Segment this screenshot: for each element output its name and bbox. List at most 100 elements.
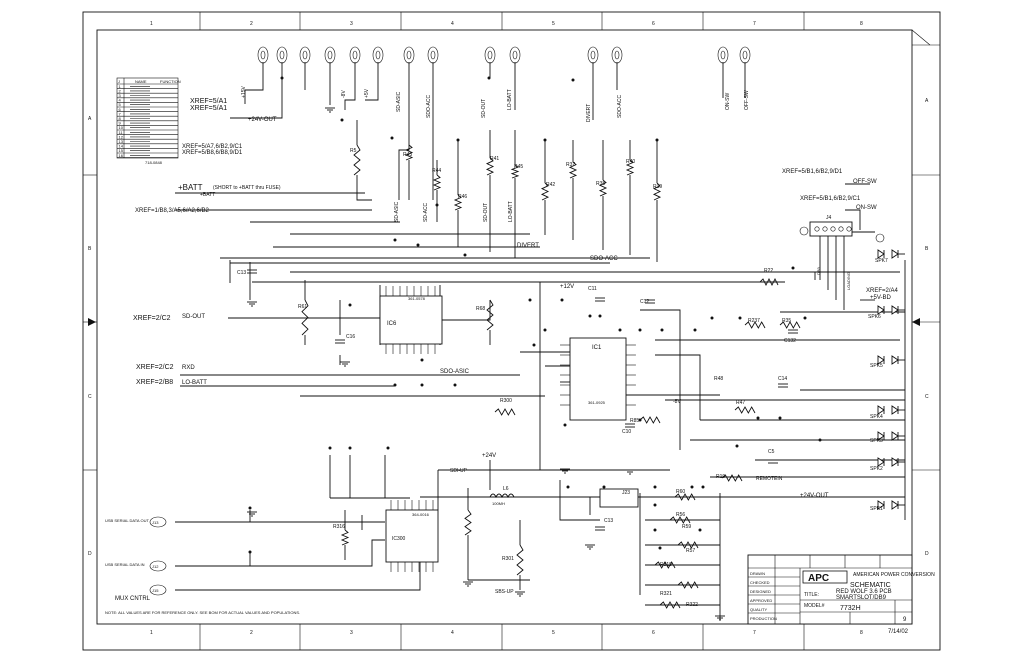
pin-number: 9 <box>119 121 122 126</box>
row-label: A <box>925 98 929 104</box>
r300-label: R300 <box>500 398 512 404</box>
tb-row-checked: CHECKED <box>750 580 770 585</box>
c16-label: C16 <box>346 334 355 340</box>
spk1-label: SPK1 <box>870 506 883 512</box>
spk6-label: SPK6 <box>868 314 881 320</box>
model-field-label: MODEL# <box>804 603 825 609</box>
ic6-chip: IC6 361-0578 <box>379 295 443 345</box>
connector-pin-table: J NAME FUNCTION 12345678910111213141516 … <box>116 77 181 165</box>
svg-text:-8V: -8V <box>341 90 347 98</box>
connector-pin-inner <box>375 50 381 60</box>
j23-label: J23 <box>622 490 630 496</box>
r35-label: R35 <box>782 318 791 324</box>
c13-label: C13 <box>237 270 246 276</box>
connector-pin-inner <box>430 50 436 60</box>
connector-pin <box>299 46 311 64</box>
test-point <box>456 138 460 142</box>
test-point <box>602 485 606 489</box>
c13b-label: C13 <box>604 518 613 524</box>
ic1-label: IC1 <box>592 345 602 351</box>
connector-pin <box>739 46 751 64</box>
connector-pin-inner <box>406 50 412 60</box>
off-sw-label: OFF-SW <box>853 179 877 185</box>
connector-pin <box>509 46 521 64</box>
r237-label: R237 <box>748 318 760 324</box>
connector-pin <box>257 46 269 64</box>
capacitors <box>247 269 798 531</box>
test-point <box>690 485 694 489</box>
r37-label: R37 <box>566 162 575 168</box>
col-label: 6 <box>652 21 655 27</box>
connector-pin-inner <box>279 50 285 60</box>
logo-text: APC <box>808 573 829 584</box>
diode-icon <box>877 431 885 441</box>
test-point <box>248 550 252 554</box>
j12-label: J12 <box>152 564 159 569</box>
col-label: 8 <box>860 21 863 27</box>
svg-text:LO-BATT: LO-BATT <box>507 89 513 110</box>
col-label: 3 <box>350 630 353 636</box>
title-block: APC AMERICAN POWER CONVERSION SCHEMATIC … <box>747 554 935 635</box>
c5-label: C5 <box>768 449 775 455</box>
diode-icon <box>891 355 899 365</box>
test-point <box>693 328 697 332</box>
loading-label: LOADING <box>846 272 851 290</box>
lo-batt-label: LO-BATT <box>182 380 207 386</box>
r39-label: R39 <box>653 184 662 190</box>
resistor-symbol <box>639 416 661 424</box>
sd-out-v-label: SD-OUT <box>483 203 489 222</box>
resistor-symbol <box>404 144 414 161</box>
ic300-label: IC300 <box>392 536 406 542</box>
connector-pin-inner <box>512 50 518 60</box>
test-point <box>701 485 705 489</box>
test-point <box>386 446 390 450</box>
resistor-symbol <box>779 321 801 329</box>
col-label: 1 <box>150 630 153 636</box>
resistor-symbol <box>598 179 608 197</box>
test-point <box>560 298 564 302</box>
svg-text:SDO-ACC: SDO-ACC <box>426 95 432 118</box>
sd-asic-label: SD-ASIC <box>394 201 400 222</box>
row-label: D <box>88 551 92 557</box>
j23-connector: J23 <box>599 488 639 508</box>
col-label: 7 <box>753 630 756 636</box>
test-point <box>655 138 659 142</box>
test-points <box>248 76 822 554</box>
resistor-symbol <box>486 299 494 331</box>
spk7-label: SPK7 <box>875 258 888 264</box>
col-label: 4 <box>451 21 454 27</box>
c12-label: C12 <box>640 299 649 305</box>
connector-pin-inner <box>742 50 748 60</box>
resistor-symbol <box>353 144 361 176</box>
resistor-symbol <box>744 321 766 329</box>
pin-number: 15 <box>119 148 124 153</box>
j13-label: J13 <box>152 520 159 525</box>
col-label: 5 <box>552 630 555 636</box>
date: 7/14/02 <box>888 629 909 635</box>
pin-number: 2 <box>119 88 122 93</box>
resistor-symbol <box>568 161 578 179</box>
col-label: 8 <box>860 630 863 636</box>
xref-d1-label: XREF=5/B1,6/B2,9/D1 <box>782 169 843 175</box>
xref-c1-label: XREF=5/B1,6/B2,9/C1 <box>800 196 861 202</box>
table-header-num: J <box>118 79 120 84</box>
r41-label: R41 <box>490 156 499 162</box>
svg-text:+5V: +5V <box>364 88 370 98</box>
plus12v-label: +12V <box>560 284 574 290</box>
test-point <box>756 416 760 420</box>
resistor-symbol <box>464 509 472 536</box>
test-point <box>393 383 397 387</box>
test-point <box>566 485 570 489</box>
c14-label: C14 <box>778 376 787 382</box>
test-point <box>658 546 662 550</box>
connector-pin <box>717 46 729 64</box>
usb-out-label: USB SERIAL DATA OUT <box>105 518 149 523</box>
row-label: B <box>88 246 92 252</box>
column-labels: 1 2 3 4 5 6 7 8 1 2 3 4 5 6 7 8 <box>150 21 863 636</box>
resistor-symbol <box>340 529 350 546</box>
svg-text:DIVERT: DIVERT <box>586 104 592 122</box>
test-point <box>543 328 547 332</box>
resistor-symbol <box>432 174 442 191</box>
pin-number: 14 <box>119 144 124 149</box>
